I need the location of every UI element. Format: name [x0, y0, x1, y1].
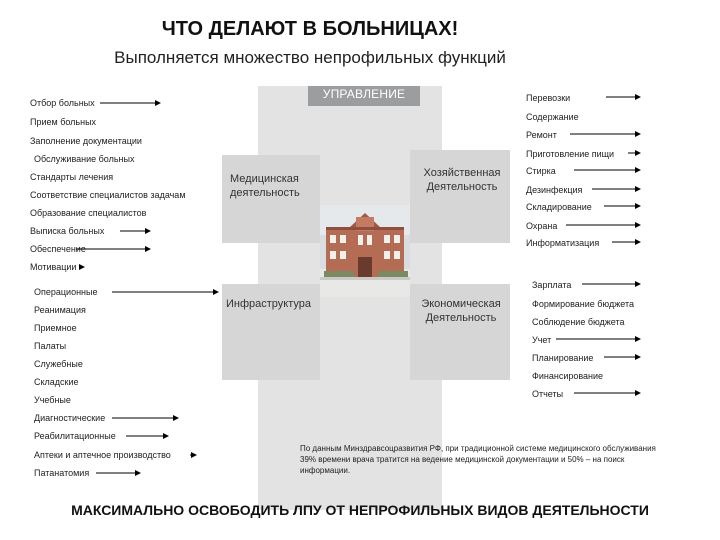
left-item-rehabilitation: Реабилитационные: [34, 431, 116, 441]
left-item-treatment-standards: Стандарты лечения: [30, 172, 114, 182]
infrastructure-label: Инфраструктура: [226, 298, 312, 310]
left-item-patient-admission: Прием больных: [30, 117, 97, 127]
left-item-wards: Палаты: [34, 341, 67, 351]
infrastructure-box: [222, 284, 320, 380]
left-item-operating-rooms: Операционные: [34, 287, 98, 297]
right-item-salary: Зарплата: [532, 280, 572, 290]
footer-conclusion: МАКСИМАЛЬНО ОСВОБОДИТЬ ЛПУ ОТ НЕПРОФИЛЬН…: [71, 502, 649, 518]
page-subtitle: Выполняется множество непрофильных функц…: [114, 48, 506, 67]
right-item-reports: Отчеты: [532, 389, 564, 399]
right-item-repair: Ремонт: [526, 130, 557, 140]
statistics-note: По данным Минздравсоцразвития РФ, при тр…: [300, 444, 656, 475]
right-item-budget-formation: Формирование бюджета: [532, 299, 634, 309]
right-item-laundry: Стирка: [526, 166, 556, 176]
hospital-building-image: [320, 205, 410, 297]
left-item-provision: Обеспечение: [30, 244, 86, 254]
economic-activity-label: Хозяйственная Деятельность: [423, 167, 501, 193]
finance-activity-label: Экономическая Деятельность: [421, 298, 501, 324]
left-item-specialist-compliance: Соответствие специалистов задачам: [30, 190, 186, 200]
finance-activity-box: [410, 284, 510, 380]
right-item-transport: Перевозки: [526, 93, 571, 103]
left-item-pharmacy: Аптеки и аптечное производство: [34, 450, 171, 460]
economic-activity-box: [410, 150, 510, 243]
right-item-planning: Планирование: [532, 353, 594, 363]
management-header-bar: [308, 86, 420, 106]
right-item-informatization: Информатизация: [526, 238, 600, 248]
left-item-patient-selection: Отбор больных: [30, 98, 95, 108]
left-item-patient-care: Обслуживание больных: [34, 154, 135, 164]
medical-activity-label: Медицинская деятельность: [230, 173, 300, 199]
left-item-specialist-education: Образование специалистов: [30, 208, 147, 218]
right-item-financing: Финансирование: [532, 371, 604, 381]
management-label: УПРАВЛЕНИЕ: [322, 87, 406, 101]
left-item-storage: Складские: [34, 377, 79, 387]
left-item-service-rooms: Служебные: [34, 359, 83, 369]
left-item-intensive-care: Реанимация: [34, 305, 86, 315]
left-item-diagnostic: Диагностические: [34, 413, 106, 423]
right-item-security: Охрана: [526, 221, 558, 231]
right-item-maintenance: Содержание: [526, 112, 579, 122]
left-item-documentation: Заполнение документации: [30, 136, 142, 146]
page-title: ЧТО ДЕЛАЮТ В БОЛЬНИЦАХ!: [161, 18, 459, 40]
medical-activity-box: [222, 155, 320, 243]
left-item-training: Учебные: [34, 395, 71, 405]
right-item-disinfection: Дезинфекция: [526, 185, 583, 195]
right-item-cooking: Приготовление пищи: [526, 149, 615, 159]
left-item-discharge: Выписка больных: [30, 226, 105, 236]
right-item-budget-compliance: Соблюдение бюджета: [532, 317, 625, 327]
right-item-warehousing: Складирование: [526, 202, 592, 212]
left-item-reception: Приемное: [34, 323, 77, 333]
right-item-accounting: Учет: [532, 335, 552, 345]
left-item-pathology: Патанатомия: [34, 468, 90, 478]
left-item-motivation: Мотивации: [30, 262, 77, 272]
